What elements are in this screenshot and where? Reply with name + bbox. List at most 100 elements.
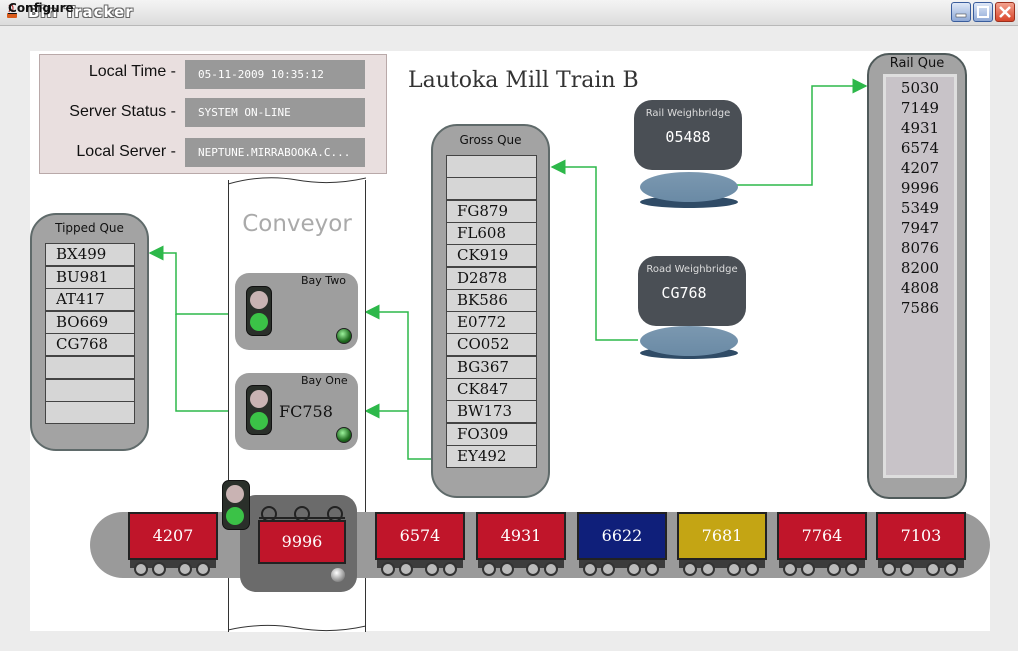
server-status-label: Server Status - bbox=[69, 103, 176, 120]
list-item[interactable]: AT417 bbox=[45, 288, 135, 312]
wagon-chassis bbox=[679, 560, 765, 568]
wheel-icon bbox=[482, 562, 496, 576]
list-item[interactable]: CO052 bbox=[446, 333, 537, 357]
wagon-chassis bbox=[779, 560, 865, 568]
list-item[interactable]: BW173 bbox=[446, 400, 537, 424]
wheel-icon bbox=[783, 562, 797, 576]
minimize-icon bbox=[955, 13, 967, 18]
list-item[interactable]: FO309 bbox=[446, 422, 537, 446]
list-item[interactable]: 7149 bbox=[900, 99, 940, 117]
wheel-icon bbox=[627, 562, 641, 576]
tipping-cradle-icon bbox=[259, 506, 345, 522]
wheel-icon bbox=[500, 562, 514, 576]
conveyor-top-edge bbox=[228, 177, 366, 185]
wagon-7681[interactable]: 7681 bbox=[677, 512, 767, 560]
bay-two-status-led-icon bbox=[336, 328, 352, 344]
green-lamp-icon bbox=[250, 412, 268, 430]
close-button[interactable] bbox=[995, 2, 1015, 22]
close-icon bbox=[999, 6, 1011, 18]
road-weighbridge-value: CG768 bbox=[661, 284, 707, 302]
list-item[interactable]: 4207 bbox=[900, 159, 940, 177]
list-item[interactable]: BG367 bbox=[446, 355, 537, 379]
list-item[interactable] bbox=[446, 177, 537, 201]
wheel-icon bbox=[926, 562, 940, 576]
wagon-7103[interactable]: 7103 bbox=[876, 512, 966, 560]
list-item[interactable]: 9996 bbox=[900, 179, 940, 197]
wagon-6622[interactable]: 6622 bbox=[577, 512, 667, 560]
list-item[interactable]: BX499 bbox=[45, 243, 135, 266]
list-item[interactable]: CK919 bbox=[446, 244, 537, 268]
wagon-chassis bbox=[579, 560, 665, 568]
wheel-icon bbox=[701, 562, 715, 576]
list-item[interactable]: D2878 bbox=[446, 266, 537, 290]
list-item[interactable]: 8200 bbox=[900, 259, 940, 277]
wagon-7764[interactable]: 7764 bbox=[777, 512, 867, 560]
list-item[interactable]: 7947 bbox=[900, 219, 940, 237]
list-item[interactable]: CG768 bbox=[45, 333, 135, 357]
list-item[interactable]: 4808 bbox=[900, 279, 940, 297]
maximize-icon bbox=[977, 6, 989, 18]
road-weighbridge-label: Road Weighbridge bbox=[646, 264, 738, 275]
wheel-icon bbox=[152, 562, 166, 576]
list-item[interactable] bbox=[45, 356, 135, 379]
bay-two-traffic-light-icon bbox=[246, 286, 272, 336]
list-item[interactable]: 5349 bbox=[900, 199, 940, 217]
wheel-icon bbox=[944, 562, 958, 576]
list-item[interactable]: 4931 bbox=[900, 119, 940, 137]
red-lamp-icon bbox=[250, 390, 268, 408]
wheel-icon bbox=[900, 562, 914, 576]
wagon-4207[interactable]: 4207 bbox=[128, 512, 218, 560]
conveyor-title: Conveyor bbox=[242, 211, 352, 237]
list-item[interactable] bbox=[45, 401, 135, 425]
wheel-icon bbox=[134, 562, 148, 576]
wagon-chassis bbox=[878, 560, 964, 568]
rail-weighbridge-platform-icon bbox=[640, 172, 738, 202]
wagon-6574[interactable]: 6574 bbox=[375, 512, 465, 560]
title-bar bbox=[0, 0, 1018, 26]
tipping-status-led-icon bbox=[331, 568, 345, 582]
wheel-icon bbox=[544, 562, 558, 576]
list-item[interactable]: BK586 bbox=[446, 288, 537, 312]
menu-configure[interactable]: Configure bbox=[8, 1, 74, 15]
tipping-traffic-light-icon bbox=[222, 480, 250, 530]
wheel-icon bbox=[645, 562, 659, 576]
tipped-que-title: Tipped Que bbox=[55, 221, 124, 235]
list-item[interactable]: BO669 bbox=[45, 310, 135, 334]
wheel-icon bbox=[526, 562, 540, 576]
list-item[interactable]: EY492 bbox=[446, 444, 537, 468]
list-item[interactable]: BU981 bbox=[45, 265, 135, 289]
tipping-wagon[interactable]: 9996 bbox=[258, 520, 346, 564]
server-status-value: SYSTEM ON-LINE bbox=[185, 98, 365, 127]
red-lamp-icon bbox=[226, 485, 244, 503]
list-item[interactable]: 7586 bbox=[900, 299, 940, 317]
wagon-4931[interactable]: 4931 bbox=[476, 512, 566, 560]
list-item[interactable] bbox=[45, 378, 135, 402]
maximize-button[interactable] bbox=[973, 2, 993, 22]
wheel-icon bbox=[196, 562, 210, 576]
rail-weighbridge bbox=[634, 100, 742, 170]
list-item[interactable]: 8076 bbox=[900, 239, 940, 257]
java-app-icon bbox=[5, 4, 21, 20]
list-item[interactable]: FL608 bbox=[446, 221, 537, 245]
wheel-icon bbox=[399, 562, 413, 576]
green-lamp-icon bbox=[226, 507, 244, 525]
wheel-icon bbox=[845, 562, 859, 576]
list-item[interactable]: 5030 bbox=[900, 79, 940, 97]
list-item[interactable]: E0772 bbox=[446, 311, 537, 335]
bay-one-bin: FC758 bbox=[279, 402, 333, 421]
local-time-label: Local Time - bbox=[88, 63, 176, 80]
list-item[interactable] bbox=[446, 155, 537, 178]
list-item[interactable]: CK847 bbox=[446, 378, 537, 401]
minimize-button[interactable] bbox=[951, 2, 971, 22]
local-time-value: 05-11-2009 10:35:12 bbox=[185, 60, 365, 89]
wheel-icon bbox=[683, 562, 697, 576]
list-item[interactable]: FG879 bbox=[446, 199, 537, 223]
conveyor-bottom-edge bbox=[228, 624, 366, 632]
wheel-icon bbox=[882, 562, 896, 576]
list-item[interactable]: 6574 bbox=[900, 139, 940, 157]
bay-one-traffic-light-icon bbox=[246, 385, 272, 435]
red-lamp-icon bbox=[250, 291, 268, 309]
gross-que-title: Gross Que bbox=[459, 133, 522, 147]
green-lamp-icon bbox=[250, 313, 268, 331]
